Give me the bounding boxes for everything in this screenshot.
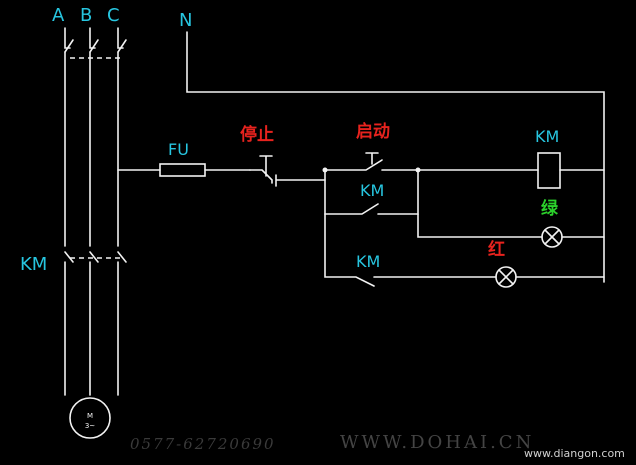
stop-button-label: 停止 — [240, 125, 274, 145]
watermark-site1: WWW.DOHAI.CN — [340, 432, 535, 453]
green-lamp-label: 绿 — [541, 199, 558, 219]
motor: M 3~ — [69, 397, 111, 439]
motor-label-m: M — [87, 412, 93, 420]
contactor-coil — [417, 152, 605, 189]
watermark-site2: www.diangon.com — [524, 447, 625, 460]
fuse — [159, 163, 251, 177]
main-contactor-label: KM — [20, 254, 48, 275]
fuse-label: FU — [168, 140, 189, 159]
disconnect-switch — [64, 27, 127, 247]
red-lamp-label: 红 — [488, 240, 505, 260]
start-button-label: 启动 — [356, 122, 390, 142]
green-lamp-branch — [417, 213, 605, 248]
red-contact-label: KM — [356, 252, 381, 271]
watermark-phone: 0577-62720690 — [130, 435, 276, 453]
main-contactor-km — [64, 251, 127, 396]
motor-label-phase: 3~ — [85, 422, 95, 430]
holding-contact-label: KM — [360, 181, 385, 200]
red-lamp-branch — [324, 213, 605, 288]
stop-button — [249, 155, 326, 187]
neutral-label: N — [179, 10, 193, 31]
coil-label: KM — [535, 127, 560, 146]
neutral-line — [186, 31, 605, 283]
start-button — [324, 152, 419, 215]
phase-b-label: B — [80, 5, 93, 26]
phase-a-label: A — [52, 5, 65, 26]
phase-c-label: C — [107, 5, 120, 26]
